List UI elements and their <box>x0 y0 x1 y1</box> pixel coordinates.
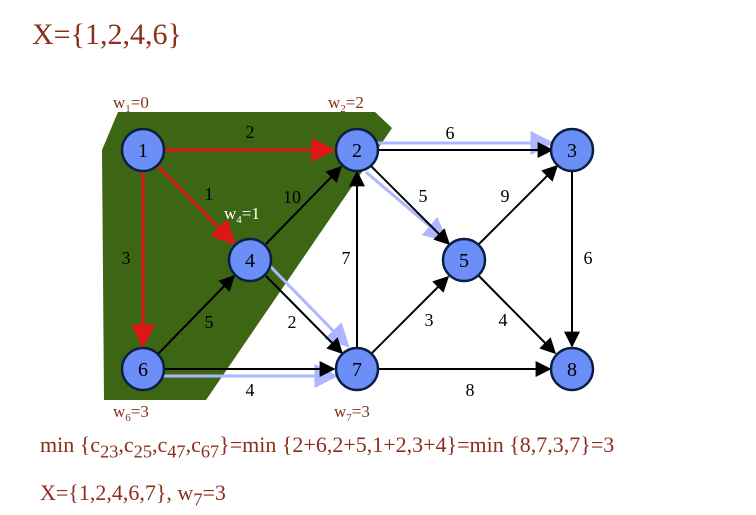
node-4-label: 4 <box>245 250 255 272</box>
node-8: 8 <box>549 346 595 392</box>
node-5-label: 5 <box>459 250 469 272</box>
edge-weight-4-7: 2 <box>288 312 297 332</box>
edge-weight-7-2: 7 <box>342 248 351 268</box>
edge-weight-1-4: 1 <box>205 184 214 204</box>
edge-weight-5-8: 4 <box>499 310 508 330</box>
edge-4-2 <box>265 165 343 245</box>
edge-5-3 <box>478 164 559 245</box>
distance-label-w1: w1=0 <box>113 93 149 115</box>
node-3: 3 <box>549 127 595 173</box>
distance-label-w2: w2=2 <box>328 93 364 115</box>
edge-weight-2-5: 5 <box>419 186 428 206</box>
node-6: 6 <box>120 346 166 392</box>
distance-label-w7: w7=3 <box>334 402 370 424</box>
node-5: 5 <box>441 237 487 283</box>
node-2: 2 <box>334 127 380 173</box>
edge-weight-6-7: 4 <box>246 380 255 400</box>
edge-weight-2-3: 6 <box>446 123 455 143</box>
set-x-title: X={1,2,4,6} <box>32 18 182 51</box>
node-1: 1 <box>120 127 166 173</box>
node-6-label: 6 <box>138 359 148 381</box>
node-8-label: 8 <box>567 359 577 381</box>
node-4: 4 <box>227 237 273 283</box>
min-cost-equation: min {c23,c25,c47,c67}=min {2+6,2+5,1+2,3… <box>40 432 615 462</box>
edge-weight-7-5: 3 <box>425 310 434 330</box>
distance-label-w4: w4=1 <box>224 204 260 226</box>
edge-5-8 <box>478 275 557 355</box>
node-1-label: 1 <box>138 140 148 162</box>
node-2-label: 2 <box>352 140 362 162</box>
edge-2-5 <box>370 165 451 246</box>
edge-weight-1-2: 2 <box>246 122 255 142</box>
edge-weight-4-2: 10 <box>283 187 301 207</box>
edge-4-7 <box>265 275 344 355</box>
edge-1-4 <box>156 164 236 245</box>
edge-weight-3-8: 6 <box>584 248 593 268</box>
edge-weight-7-8: 8 <box>466 380 475 400</box>
edge-weight-5-3: 9 <box>501 186 510 206</box>
distance-label-w6: w6=3 <box>113 402 149 424</box>
node-3-label: 3 <box>567 140 577 162</box>
node-7: 7 <box>334 346 380 392</box>
edge-weight-1-6: 3 <box>122 248 131 268</box>
graph-diagram: 2 1 3 6 5 10 2 5 4 7 3 8 9 4 6 w1=0 w2=2… <box>102 93 595 424</box>
edge-6-4 <box>157 274 236 355</box>
node-7-label: 7 <box>352 359 362 381</box>
edge-7-5 <box>371 275 450 354</box>
updated-set-result: X={1,2,4,6,7}, w7=3 <box>40 480 226 510</box>
highlight-edge-4-7 <box>268 264 350 348</box>
edge-weight-6-4: 5 <box>205 312 214 332</box>
